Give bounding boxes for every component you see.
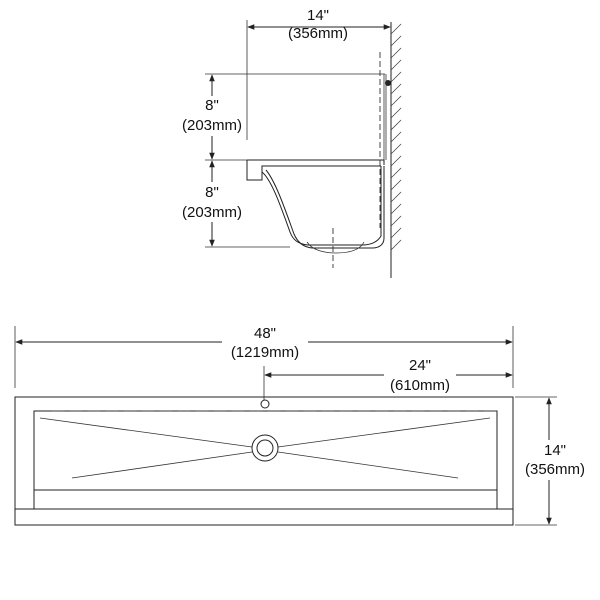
side-upper-height-dimension: 8" (203mm) <box>182 74 242 160</box>
side-lower-height-dimension: 8" (203mm) <box>182 160 242 247</box>
side-width-dimension: 14" (356mm) <box>246 7 391 140</box>
side-upper-height-inches: 8" <box>205 97 219 114</box>
mounting-bolt-icon <box>385 80 391 86</box>
side-width-inches: 14" <box>307 7 329 24</box>
side-lower-height-inches: 8" <box>205 184 219 201</box>
side-lower-height-mm: (203mm) <box>182 204 242 221</box>
drain-icon <box>251 434 279 462</box>
faucet-hole-icon <box>260 399 270 409</box>
plan-depth-inches: 14" <box>544 442 566 459</box>
plan-drain-offset-mm: (610mm) <box>390 377 450 394</box>
plan-drain-offset-inches: 24" <box>409 357 431 374</box>
side-upper-height-mm: (203mm) <box>182 117 242 134</box>
plan-drain-offset-dimension: 24" (610mm) <box>263 357 513 400</box>
plan-view: 48" (1219mm) 24" (610mm) 14" (356mm) <box>14 322 588 526</box>
sink-plan-outline <box>14 396 514 526</box>
plan-overall-width-mm: (1219mm) <box>231 344 299 361</box>
wall <box>390 22 402 278</box>
plan-depth-dimension: 14" (356mm) <box>515 396 588 526</box>
plan-overall-width-inches: 48" <box>254 325 276 342</box>
sink-side-profile <box>246 52 391 268</box>
side-width-mm: (356mm) <box>288 25 348 42</box>
plan-depth-mm: (356mm) <box>525 461 585 478</box>
side-view: 14" (356mm) 8" (203mm) 8" (203mm) <box>182 7 402 278</box>
plan-overall-width-dimension: 48" (1219mm) <box>14 322 514 388</box>
